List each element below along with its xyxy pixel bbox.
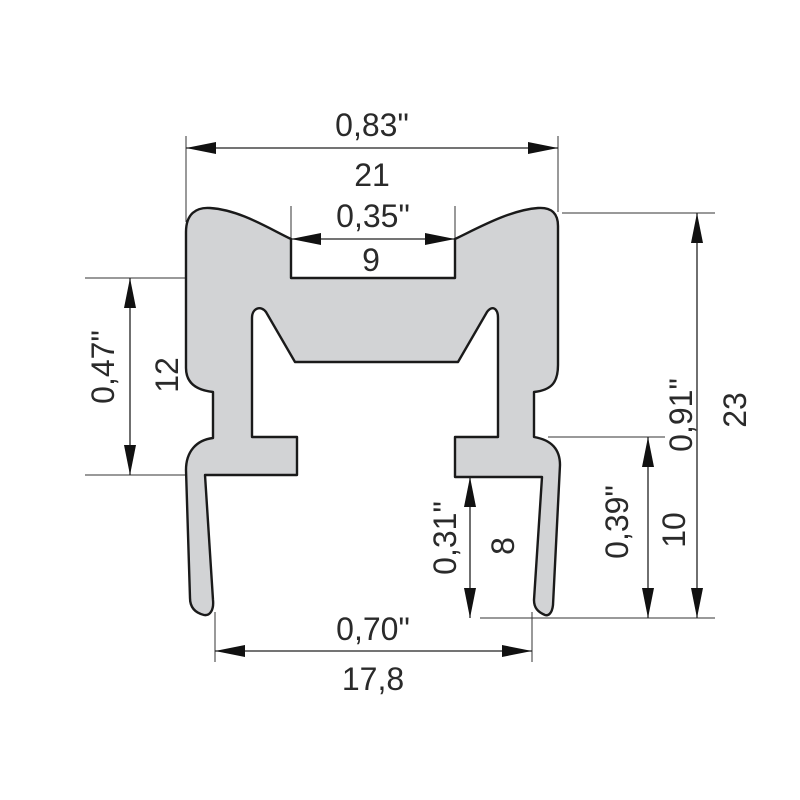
dimension-overall-height: 0,91" 23 <box>663 213 753 618</box>
leg-height-inch: 0,39" <box>599 485 635 559</box>
leg-spacing-mm: 17,8 <box>342 661 404 697</box>
dimension-leg-spacing: 0,70" 17,8 <box>215 611 532 697</box>
slot-width-inch: 0,35" <box>336 198 410 234</box>
inner-leg-height-mm: 8 <box>485 537 521 555</box>
dimension-overall-width: 0,83" 21 <box>186 107 558 193</box>
leg-height-mm: 10 <box>656 512 692 548</box>
dimension-slot-width: 0,35" 9 <box>291 198 455 278</box>
overall-width-inch: 0,83" <box>335 107 409 143</box>
slot-width-mm: 9 <box>362 242 380 278</box>
left-height-inch: 0,47" <box>85 330 121 404</box>
dimension-inner-leg-height: 0,31" 8 <box>427 477 521 618</box>
extrusion-profile <box>184 206 562 617</box>
left-height-mm: 12 <box>149 357 185 393</box>
overall-height-mm: 23 <box>717 392 753 428</box>
dimension-leg-height: 0,39" 10 <box>599 437 692 618</box>
inner-leg-height-inch: 0,31" <box>427 501 463 575</box>
leg-spacing-inch: 0,70" <box>336 611 410 647</box>
overall-width-mm: 21 <box>354 157 390 193</box>
dimension-left-height: 0,47" 12 <box>85 278 185 475</box>
overall-height-inch: 0,91" <box>663 378 699 452</box>
